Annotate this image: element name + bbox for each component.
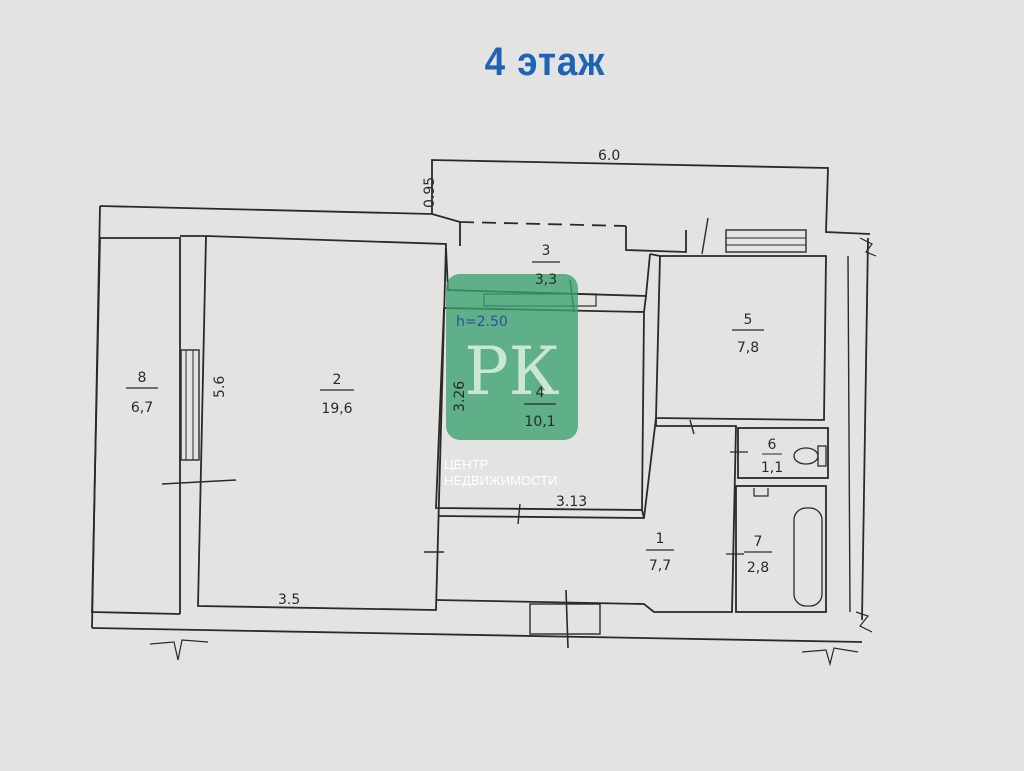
room-5-label: 5 7,8 [732,312,764,356]
watermark: РК ЦЕНТР НЕДВИЖИМОСТИ [444,274,578,488]
room-8-number: 8 [138,370,147,386]
toilet-icon [793,447,819,465]
room-3-number: 3 [542,243,551,259]
balcony-dashed [459,221,627,227]
room7-outline [735,485,827,613]
floor-title: 4 этаж [484,40,606,84]
room-5-number: 5 [744,312,753,328]
dimension-bottom: 3.5 [278,592,300,608]
room-5-area: 7,8 [737,340,759,356]
room-4-area: 10,1 [524,414,555,430]
wall-3-5 [625,226,687,253]
room8-outline [91,237,181,615]
room-6-label: 6 1,1 [761,437,783,476]
room-2-label: 2 19,6 [320,372,354,417]
room-6-number: 6 [768,437,777,453]
dimension-top: 6.0 [598,148,620,164]
room-1-area: 7,7 [649,558,671,574]
wall-room2-top [431,213,461,223]
room6-outline [737,427,829,479]
watermark-text-line1: ЦЕНТР [444,457,488,472]
room-3-label: 3 3,3 [532,243,560,288]
room-7-number: 7 [754,534,763,550]
dimension-corner: 0.95 [422,177,438,208]
dimension-room4-side: 3.26 [452,381,468,412]
room-2-area: 19,6 [321,401,352,417]
room-1-label: 1 7,7 [646,531,674,574]
watermark-text-line2: НЕДВИЖИМОСТИ [444,473,557,488]
room-4-label: 4 10,1 [524,385,556,430]
room-2-number: 2 [333,372,342,388]
room-4-number: 4 [536,385,545,401]
room-labels: 1 7,7 2 19,6 3 3,3 4 10,1 5 7,8 6 1,1 [126,243,783,576]
outer-wall-right [861,237,869,621]
inner-wall-top [100,237,181,614]
ceiling-height: h=2.50 [456,314,508,330]
room-6-area: 1,1 [761,460,783,476]
window-left [180,349,200,461]
outer-wall [99,159,871,235]
room-1-number: 1 [656,531,665,547]
room2-outline [197,235,447,611]
watermark-logo-letters: РК [464,333,560,410]
room-7-area: 2,8 [747,560,769,576]
room1-outline [435,417,737,613]
dimension-room2-side: 5.6 [212,376,228,398]
bathtub-icon [793,507,823,607]
room-8-label: 8 6,7 [126,370,158,416]
outer-wall-bottom [91,627,863,643]
dimension-room4-bottom: 3.13 [556,494,587,510]
dimensions: 6.0 0.95 5.6 3.5 3.26 3.13 h=2.50 [212,148,620,608]
room-8-area: 6,7 [131,400,153,416]
watermark-logo-box [446,274,578,440]
walls [91,159,877,667]
room-3-area: 3,3 [535,272,557,288]
window-top-right [725,229,807,253]
room-7-label: 7 2,8 [744,534,772,576]
entrance-door [529,603,601,635]
room5-outline [655,255,827,421]
